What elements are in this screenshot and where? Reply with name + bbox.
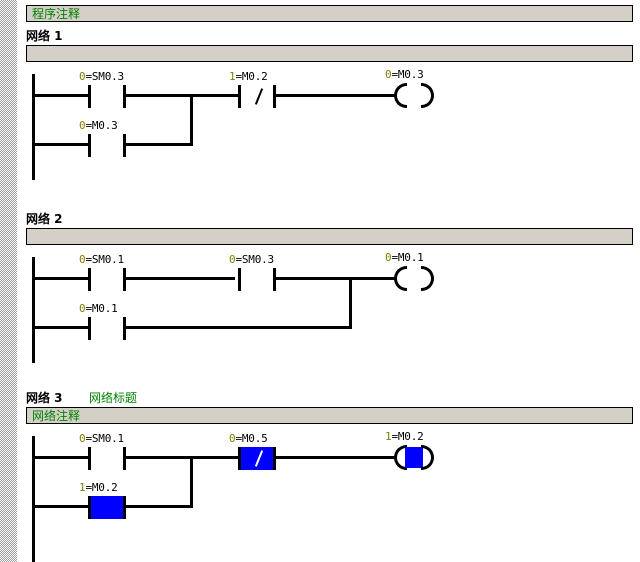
n3-coil-m02[interactable]	[394, 445, 434, 470]
network-2-power-rail	[32, 257, 35, 363]
program-comment-text: 程序注释	[32, 7, 81, 21]
n1-branch-link	[190, 94, 193, 146]
contact-fill	[91, 447, 123, 470]
contact-fill	[241, 447, 273, 470]
coil-left-paren	[394, 445, 407, 470]
network-3-title: 网络标题	[88, 391, 137, 405]
n1-wire-after-branch	[190, 94, 238, 97]
n3-operand-m02: 1=M0.2	[79, 481, 118, 494]
ladder-editor-canvas[interactable]: 程序注释 网络 1 0=SM0.3 0=M0.3 1=M0.2 0=M0.3	[17, 0, 640, 562]
network-1-power-rail	[32, 74, 35, 180]
n1-contact-m03[interactable]	[88, 134, 126, 157]
n2-contact-sm01[interactable]	[88, 268, 126, 291]
network-3-comment-text: 网络注释	[32, 409, 81, 423]
n3-contact-m02[interactable]	[88, 496, 126, 519]
n1-operand-m03: 0=M0.3	[79, 119, 118, 132]
n2-wire-mid-2	[123, 326, 352, 329]
contact-left-bar	[88, 134, 91, 157]
left-gutter	[0, 0, 17, 562]
n1-wire-mid-1	[123, 94, 193, 97]
contact-left-bar	[88, 268, 91, 291]
n2-wire-after-sm03	[273, 277, 352, 280]
contact-fill	[91, 85, 123, 108]
n2-wire-left-1	[35, 277, 88, 280]
coil-right-paren	[421, 445, 434, 470]
contact-left-bar	[88, 85, 91, 108]
network-1-heading: 网络 1	[26, 27, 63, 43]
n3-wire-to-coil	[273, 456, 396, 459]
contact-fill	[91, 496, 123, 519]
contact-left-bar	[88, 496, 91, 519]
n2-wire-left-2	[35, 326, 88, 329]
network-3-power-rail	[32, 436, 35, 562]
network-3-heading: 网络 3 网络标题	[26, 389, 137, 405]
contact-fill	[91, 134, 123, 157]
n2-operand-sm03: 0=SM0.3	[229, 253, 274, 266]
contact-fill	[91, 268, 123, 291]
contact-left-bar	[88, 317, 91, 340]
network-2-heading: 网络 2	[26, 210, 63, 226]
program-comment-bar[interactable]: 程序注释	[26, 5, 633, 22]
coil-left-paren	[394, 266, 407, 291]
coil-right-paren	[421, 266, 434, 291]
n3-operand-coil-m02: 1=M0.2	[385, 430, 424, 443]
network-3-comment-bar[interactable]: 网络注释	[26, 407, 633, 424]
n3-contact-sm01[interactable]	[88, 447, 126, 470]
contact-left-bar	[238, 447, 241, 470]
coil-left-paren	[394, 83, 407, 108]
contact-fill	[241, 268, 273, 291]
coil-right-paren	[421, 83, 434, 108]
n2-contact-m01[interactable]	[88, 317, 126, 340]
n3-branch-link	[190, 456, 193, 508]
n1-wire-mid-2	[123, 143, 193, 146]
n2-operand-m01: 0=M0.1	[79, 302, 118, 315]
contact-left-bar	[238, 268, 241, 291]
n1-operand-sm03: 0=SM0.3	[79, 70, 124, 83]
n1-wire-left-2	[35, 143, 88, 146]
contact-left-bar	[88, 447, 91, 470]
network-3-label: 网络 3	[26, 391, 63, 405]
n3-contact-m05-nc[interactable]	[238, 447, 276, 470]
n3-wire-after-branch	[190, 456, 238, 459]
contact-left-bar	[238, 85, 241, 108]
n2-coil-m01[interactable]	[394, 266, 434, 291]
n2-operand-coil-m01: 0=M0.1	[385, 251, 424, 264]
n3-operand-sm01: 0=SM0.1	[79, 432, 124, 445]
n3-wire-mid-2	[123, 505, 193, 508]
network-1-comment-bar[interactable]	[26, 45, 633, 62]
n3-wire-left-1	[35, 456, 88, 459]
contact-fill	[241, 85, 273, 108]
n1-contact-sm03[interactable]	[88, 85, 126, 108]
n1-operand-m02: 1=M0.2	[229, 70, 268, 83]
n2-contact-sm03[interactable]	[238, 268, 276, 291]
network-2-label: 网络 2	[26, 212, 63, 226]
n2-wire-to-coil	[349, 277, 396, 280]
n1-operand-coil-m03: 0=M0.3	[385, 68, 424, 81]
n2-wire-mid-1	[123, 277, 235, 280]
n1-contact-m02-nc[interactable]	[238, 85, 276, 108]
n2-branch-link	[349, 277, 352, 329]
n3-wire-mid-1	[123, 456, 193, 459]
contact-fill	[91, 317, 123, 340]
network-1-label: 网络 1	[26, 29, 63, 43]
n3-wire-left-2	[35, 505, 88, 508]
n3-operand-m05: 0=M0.5	[229, 432, 268, 445]
n2-operand-sm01: 0=SM0.1	[79, 253, 124, 266]
n1-wire-to-coil	[273, 94, 396, 97]
network-2-comment-bar[interactable]	[26, 228, 633, 245]
n1-coil-m03[interactable]	[394, 83, 434, 108]
coil-fill	[405, 447, 423, 468]
n1-wire-left-1	[35, 94, 88, 97]
